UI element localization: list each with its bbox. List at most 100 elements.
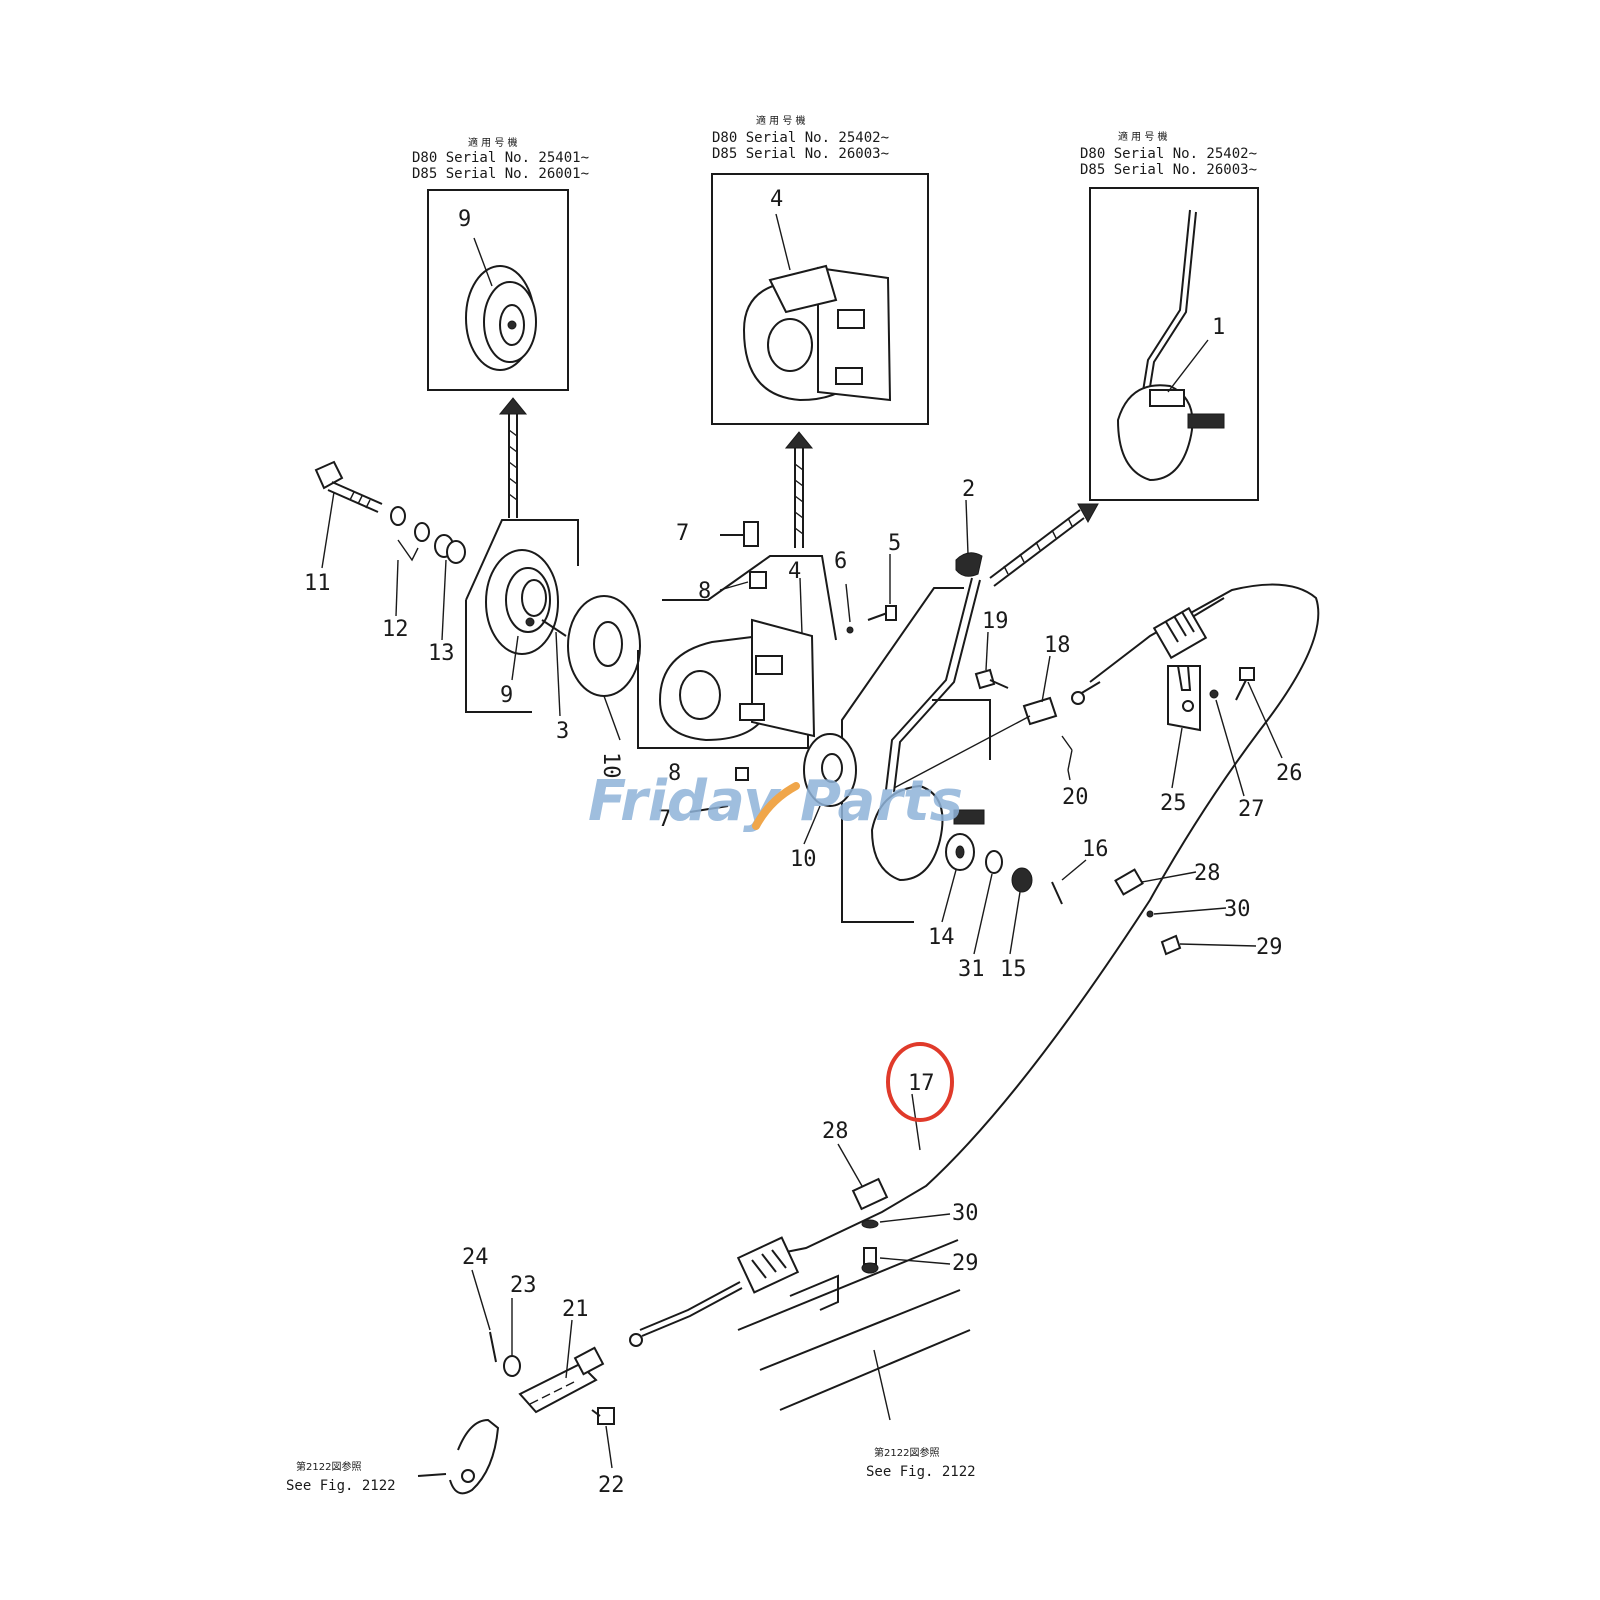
callout-28-lower: 28 bbox=[822, 1119, 849, 1144]
serial-box-left-line2: D85 Serial No. 26001~ bbox=[412, 166, 589, 182]
arrow-to-right-inset bbox=[989, 503, 1099, 587]
washer-14-icon bbox=[945, 833, 975, 871]
serial-box-right-frame bbox=[1089, 187, 1259, 501]
serial-box-right-line1: D80 Serial No. 25402~ bbox=[1080, 146, 1257, 162]
leader-4-inset bbox=[775, 213, 791, 271]
pulley-inset-icon bbox=[465, 265, 537, 371]
knob-2-icon bbox=[955, 552, 983, 577]
serial-box-middle-line1: D80 Serial No. 25402~ bbox=[712, 130, 889, 146]
callout-28-upper: 28 bbox=[1194, 861, 1221, 886]
callout-11: 11 bbox=[304, 571, 331, 596]
serial-box-right-line2: D85 Serial No. 26003~ bbox=[1080, 162, 1257, 178]
washer-27-icon bbox=[1209, 689, 1219, 699]
bolt-29-upper-icon bbox=[1160, 934, 1182, 956]
callout-6: 6 bbox=[834, 549, 847, 574]
plate-10-center-icon bbox=[803, 733, 857, 807]
callout-23: 23 bbox=[510, 1273, 537, 1298]
callout-15: 15 bbox=[1000, 957, 1027, 982]
serial-box-right-jp: 適 用 号 機 bbox=[1118, 130, 1168, 143]
serial-box-left-jp: 適 用 号 機 bbox=[468, 136, 518, 149]
serial-box-left: 適 用 号 機 D80 Serial No. 25401~ D85 Serial… bbox=[412, 136, 589, 391]
callout-17: 17 bbox=[908, 1071, 935, 1096]
cable-end-upper-icon bbox=[1071, 606, 1208, 705]
nut-8-bottom-icon bbox=[735, 767, 749, 781]
serial-box-left-line1: D80 Serial No. 25401~ bbox=[412, 150, 589, 166]
nut-8-top-icon bbox=[719, 571, 767, 591]
bolt-7-top-icon bbox=[720, 521, 759, 547]
callout-29-upper: 29 bbox=[1256, 935, 1283, 960]
callout-29-lower: 29 bbox=[952, 1251, 979, 1276]
callout-10-left: 10 bbox=[598, 752, 623, 779]
callout-27: 27 bbox=[1238, 797, 1265, 822]
clamp-28-lower-icon bbox=[851, 1177, 889, 1211]
bolt-7-bottom-icon bbox=[689, 805, 729, 813]
leader-1-inset bbox=[1167, 339, 1209, 393]
serial-box-middle-line2: D85 Serial No. 26003~ bbox=[712, 146, 889, 162]
callout-9: 9 bbox=[500, 683, 513, 708]
bolt-5-icon bbox=[867, 605, 897, 621]
bolt-11-icon bbox=[314, 460, 383, 513]
plate-10-left-icon bbox=[567, 595, 641, 697]
callout-25: 25 bbox=[1160, 791, 1187, 816]
callout-12: 12 bbox=[382, 617, 409, 642]
see-fig-right: 第2122図参照 See Fig. 2122 bbox=[866, 1446, 976, 1480]
leader-9-inset bbox=[473, 237, 493, 287]
pin-6-icon bbox=[845, 583, 854, 634]
callout-20: 20 bbox=[1062, 785, 1089, 810]
bolt-22-icon bbox=[591, 1407, 615, 1425]
frame-reference-icon bbox=[737, 1239, 971, 1421]
spacer-13-icon bbox=[434, 534, 466, 564]
callout-2: 2 bbox=[962, 477, 975, 502]
callout-10-center: 10 bbox=[790, 847, 817, 872]
lever-inset-icon bbox=[1116, 209, 1225, 482]
callout-22: 22 bbox=[598, 1473, 625, 1498]
callout-4-inset: 4 bbox=[770, 187, 783, 212]
bracket-assembly bbox=[637, 555, 837, 749]
pin-20-icon bbox=[1061, 735, 1073, 771]
leader-lines bbox=[321, 491, 1283, 1469]
pin-24-icon bbox=[489, 1331, 497, 1363]
clevis-21-icon bbox=[518, 1346, 605, 1414]
highlight-circle-17 bbox=[886, 1042, 954, 1122]
callout-26: 26 bbox=[1276, 761, 1303, 786]
callout-8-bottom: 8 bbox=[668, 761, 681, 786]
callout-21: 21 bbox=[562, 1297, 589, 1322]
callout-9-inset: 9 bbox=[458, 207, 471, 232]
bracket-inset-icon bbox=[742, 264, 892, 402]
washers-12-icon bbox=[390, 506, 430, 562]
callout-30-lower: 30 bbox=[952, 1201, 979, 1226]
serial-box-middle-frame bbox=[711, 173, 929, 425]
clamp-28-upper-icon bbox=[1114, 868, 1144, 896]
arrow-to-left-inset bbox=[498, 397, 528, 518]
watermark-logo: Friday Parts bbox=[588, 769, 963, 834]
see-fig-right-text: See Fig. 2122 bbox=[866, 1464, 976, 1480]
watermark-swoosh-icon bbox=[752, 782, 800, 830]
washer-30-lower-icon bbox=[861, 1219, 879, 1229]
block-18-icon bbox=[893, 696, 1058, 789]
serial-box-middle-jp: 適 用 号 機 bbox=[756, 114, 806, 127]
arrow-to-middle-inset bbox=[784, 431, 814, 548]
pulley-assembly bbox=[465, 519, 579, 713]
bolt-26-icon bbox=[1235, 667, 1255, 701]
cable-end-lower-icon bbox=[629, 1236, 800, 1347]
bracket-25-icon bbox=[1167, 665, 1201, 732]
callout-13: 13 bbox=[428, 641, 455, 666]
watermark-part2: Parts bbox=[800, 769, 963, 834]
callout-8-top: 8 bbox=[698, 579, 711, 604]
watermark-part1: Friday bbox=[588, 769, 782, 834]
washer-30-upper-icon bbox=[1146, 910, 1154, 918]
callout-14: 14 bbox=[928, 925, 955, 950]
callout-1: 1 bbox=[1212, 315, 1225, 340]
callout-3: 3 bbox=[556, 719, 569, 744]
callout-18: 18 bbox=[1044, 633, 1071, 658]
lower-linkage-icon bbox=[417, 1418, 500, 1495]
see-fig-right-jp: 第2122図参照 bbox=[874, 1446, 939, 1459]
callout-5: 5 bbox=[888, 531, 901, 556]
see-fig-left-text: See Fig. 2122 bbox=[286, 1478, 396, 1494]
callout-19: 19 bbox=[982, 609, 1009, 634]
serial-box-middle: 適 用 号 機 D80 Serial No. 25402~ D85 Serial… bbox=[711, 114, 929, 425]
see-fig-left-jp: 第2122図参照 bbox=[296, 1460, 361, 1473]
callout-7-top: 7 bbox=[676, 521, 689, 546]
callout-31: 31 bbox=[958, 957, 985, 982]
